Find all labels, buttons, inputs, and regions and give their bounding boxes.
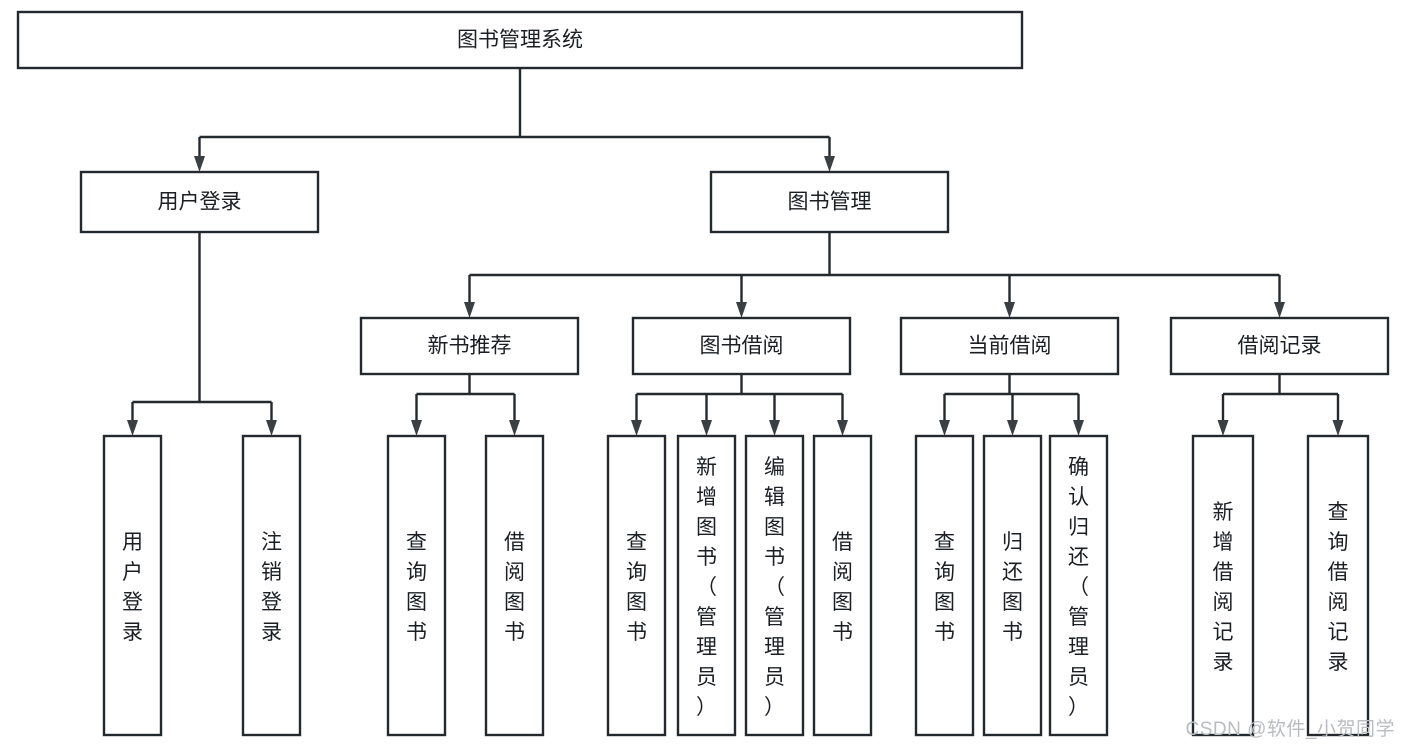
- node-leaf_return_book[interactable]: 归还图书: [982, 434, 1043, 737]
- node-leaf_query_book_2[interactable]: 查询图书: [606, 434, 667, 737]
- node-label-borrow_record: 借阅记录: [1238, 335, 1322, 358]
- node-box-new_book_rec: [359, 316, 580, 376]
- node-leaf_add_record[interactable]: 新增借阅记录: [1191, 434, 1255, 737]
- node-box-leaf_logout: [241, 434, 302, 737]
- node-label-root: 图书管理系统: [457, 29, 583, 52]
- node-label-leaf_query_book_3: 查询图书: [934, 531, 955, 644]
- node-leaf_edit_book[interactable]: 编辑图书（管理员）: [744, 434, 805, 737]
- node-label-leaf_borrow_book_1: 借阅图书: [504, 531, 525, 644]
- node-leaf_logout[interactable]: 注销登录: [241, 434, 302, 737]
- node-box-book_manage: [709, 170, 950, 234]
- node-box-user_login: [79, 170, 320, 234]
- node-box-current_borrow: [899, 316, 1120, 376]
- node-new_book_rec[interactable]: 新书推荐: [359, 316, 580, 376]
- node-label-new_book_rec: 新书推荐: [428, 335, 512, 358]
- nodes-layer: 图书管理系统用户登录图书管理新书推荐图书借阅当前借阅借阅记录用户登录注销登录查询…: [16, 10, 1390, 737]
- node-box-leaf_confirm_return: [1048, 434, 1109, 737]
- node-box-borrow_record: [1169, 316, 1390, 376]
- node-label-user_login: 用户登录: [158, 191, 242, 214]
- node-leaf_query_record[interactable]: 查询借阅记录: [1306, 434, 1370, 737]
- node-label-leaf_add_book: 新增图书（管理员）: [696, 456, 717, 719]
- node-box-leaf_add_book: [676, 434, 737, 737]
- node-box-leaf_edit_book: [744, 434, 805, 737]
- node-box-root: [16, 10, 1024, 70]
- node-label-book_borrow: 图书借阅: [700, 335, 784, 358]
- node-box-leaf_query_book_3: [914, 434, 975, 737]
- node-book_borrow[interactable]: 图书借阅: [631, 316, 852, 376]
- node-leaf_query_book_3[interactable]: 查询图书: [914, 434, 975, 737]
- node-leaf_query_book_1[interactable]: 查询图书: [386, 434, 447, 737]
- node-leaf_borrow_book_1[interactable]: 借阅图书: [484, 434, 545, 737]
- node-box-leaf_query_book_1: [386, 434, 447, 737]
- node-box-leaf_return_book: [982, 434, 1043, 737]
- node-label-leaf_query_book_2: 查询图书: [626, 531, 647, 644]
- node-label-leaf_return_book: 归还图书: [1002, 531, 1023, 644]
- node-box-book_borrow: [631, 316, 852, 376]
- edges-layer: [127, 68, 1344, 436]
- node-label-leaf_edit_book: 编辑图书（管理员）: [764, 456, 785, 719]
- node-label-leaf_query_book_1: 查询图书: [406, 531, 427, 644]
- node-leaf_user_login[interactable]: 用户登录: [102, 434, 163, 737]
- node-leaf_confirm_return[interactable]: 确认归还（管理员）: [1048, 434, 1109, 737]
- node-book_manage[interactable]: 图书管理: [709, 170, 950, 234]
- node-label-leaf_logout: 注销登录: [261, 531, 282, 644]
- node-box-leaf_query_record: [1306, 434, 1370, 737]
- node-label-leaf_confirm_return: 确认归还（管理员）: [1068, 456, 1089, 719]
- csdn-watermark: CSDN @软件_小贺同学: [1185, 719, 1395, 740]
- node-current_borrow[interactable]: 当前借阅: [899, 316, 1120, 376]
- node-label-leaf_borrow_book_2: 借阅图书: [832, 531, 853, 644]
- node-label-book_manage: 图书管理: [788, 191, 872, 214]
- node-box-leaf_add_record: [1191, 434, 1255, 737]
- node-box-leaf_borrow_book_1: [484, 434, 545, 737]
- node-label-leaf_query_record: 查询借阅记录: [1328, 501, 1349, 674]
- node-user_login[interactable]: 用户登录: [79, 170, 320, 234]
- node-box-leaf_query_book_2: [606, 434, 667, 737]
- node-root[interactable]: 图书管理系统: [16, 10, 1024, 70]
- node-label-leaf_add_record: 新增借阅记录: [1213, 501, 1234, 674]
- node-borrow_record[interactable]: 借阅记录: [1169, 316, 1390, 376]
- node-leaf_add_book[interactable]: 新增图书（管理员）: [676, 434, 737, 737]
- node-label-current_borrow: 当前借阅: [968, 335, 1052, 358]
- node-leaf_borrow_book_2[interactable]: 借阅图书: [812, 434, 873, 737]
- node-box-leaf_borrow_book_2: [812, 434, 873, 737]
- node-label-leaf_user_login: 用户登录: [122, 531, 143, 644]
- node-box-leaf_user_login: [102, 434, 163, 737]
